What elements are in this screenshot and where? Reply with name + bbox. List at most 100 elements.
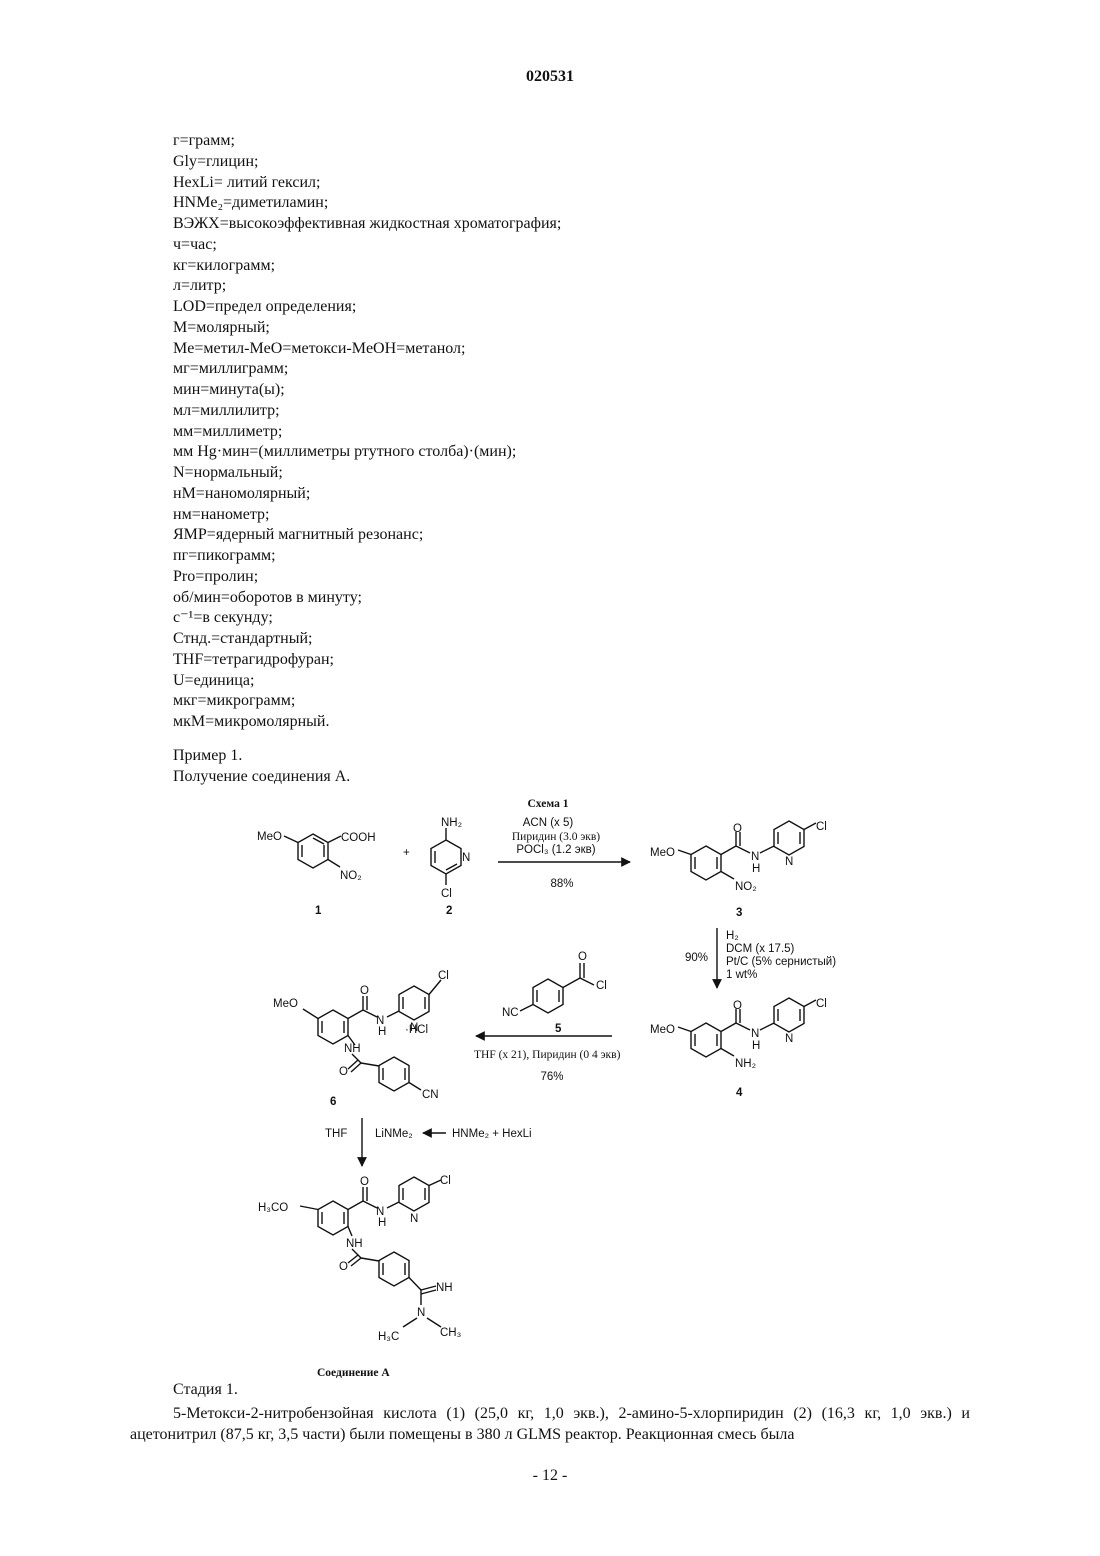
pyridine-n-label: N: [410, 1213, 418, 1225]
carbonyl-o-label: O: [733, 823, 742, 835]
abbreviation-item: Стнд.=стандартный;: [173, 629, 973, 650]
methoxy-label: H₃CO: [258, 1202, 288, 1214]
example-heading-block: Пример 1. Получение соединения А.: [173, 746, 350, 788]
plus-sign: +: [403, 847, 410, 859]
amide-n-label: N: [751, 1028, 759, 1040]
compound-4-number: 4: [736, 1087, 743, 1099]
abbreviation-item: пг=пикограмм;: [173, 546, 973, 567]
page-number: - 12 -: [0, 1467, 1100, 1485]
compound-6-number: 6: [330, 1096, 336, 1108]
reaction-scheme: Схема 1 MeO COOH NO₂ 1 + NH₂ N Cl 2 ACN …: [0, 790, 1100, 1380]
methoxy-label: MeO: [257, 831, 282, 843]
carbonyl-o-label: O: [733, 1000, 742, 1012]
abbreviation-item: HNMe₂=диметиламин;: [173, 193, 973, 214]
abbreviation-item: N=нормальный;: [173, 463, 973, 484]
step1-yield: 88%: [550, 878, 573, 890]
abbreviation-item: ЯМР=ядерный магнитный резонанс;: [173, 525, 973, 546]
abbreviation-item: нМ=наномолярный;: [173, 484, 973, 505]
compound-2-number: 2: [446, 905, 452, 917]
abbreviation-item: мм=миллиметр;: [173, 422, 973, 443]
carbonyl-o-label: O: [360, 985, 369, 997]
abbreviation-item: U=единица;: [173, 671, 973, 692]
step4-reagent: LiNMe₂: [375, 1128, 413, 1140]
compound-a-structure: H₃CO O N H N Cl NH O NH N H₃C CH₃: [258, 1175, 462, 1343]
amide-h-label: H: [752, 863, 760, 875]
abbreviation-item: HexLi= литий гексил;: [173, 173, 973, 194]
step2-reagent-3: Pt/C (5% сернистый): [726, 956, 836, 968]
abbreviation-item: нм=нанометр;: [173, 505, 973, 526]
nitro-label: NO₂: [340, 870, 362, 882]
carbonyl-o-label: O: [339, 1066, 348, 1078]
step1-reagent-3: POCl₃ (1.2 экв): [516, 844, 595, 856]
abbreviation-list: г=грамм; Gly=глицин; HexLi= литий гексил…: [173, 131, 973, 733]
methyl-label: CH₃: [440, 1327, 462, 1339]
compound-3-number: 3: [736, 907, 742, 919]
amide-h-label: H: [378, 1026, 386, 1038]
step2-yield: 90%: [685, 952, 708, 964]
abbreviation-item: л=литр;: [173, 276, 973, 297]
imine-nh-label: NH: [436, 1282, 453, 1294]
step1-reagent-1: ACN (x 5): [523, 817, 574, 829]
compound-1-number: 1: [315, 905, 322, 917]
nitro-label: NO₂: [735, 881, 757, 893]
amide-nh-label: NH: [344, 1043, 361, 1055]
chloro-label: Cl: [438, 970, 449, 982]
abbreviation-item: мин=минута(ы);: [173, 380, 973, 401]
abbreviation-item: с⁻¹=в секунду;: [173, 608, 973, 629]
abbreviation-item: LOD=предел определения;: [173, 297, 973, 318]
compound-a-label: Соединение А: [317, 1367, 390, 1379]
step1-reagent-2: Пиридин (3.0 экв): [512, 831, 600, 843]
abbreviation-item: Pro=пролин;: [173, 567, 973, 588]
abbreviation-item: М=молярный;: [173, 318, 973, 339]
methoxy-label: MeO: [273, 998, 298, 1010]
compound-2-structure: NH₂ N Cl: [431, 817, 470, 900]
carbonyl-o-label: O: [578, 951, 587, 963]
body-paragraph: 5-Метокси-2-нитробензойная кислота (1) (…: [130, 1403, 970, 1445]
compound-6-structure: MeO O N H N Cl ·HCl NH O CN: [273, 970, 449, 1101]
stage-title: Стадия 1.: [173, 1381, 238, 1399]
amine-label: NH₂: [441, 817, 462, 829]
abbreviation-item: г=грамм;: [173, 131, 973, 152]
compound-3-structure: MeO O N H N Cl NO₂: [650, 821, 827, 893]
abbreviation-item: THF=тетрагидрофуран;: [173, 650, 973, 671]
step3-reagent: THF (x 21), Пиридин (0 4 экв): [474, 1049, 621, 1061]
abbreviation-item: мм Hg·мин=(миллиметры ртутного столба)·(…: [173, 442, 973, 463]
nitrile-label: CN: [422, 1089, 439, 1101]
amide-nh-label: NH: [346, 1238, 363, 1250]
compound-5-number: 5: [555, 1023, 562, 1035]
step4-solvent: THF: [325, 1128, 347, 1140]
abbreviation-item: ВЭЖХ=высокоэффективная жидкостная хромат…: [173, 214, 973, 235]
pyridine-n-label: N: [785, 1033, 793, 1045]
nitrile-label: NC: [502, 1007, 519, 1019]
amide-n-label: N: [751, 851, 759, 863]
chloro-label: Cl: [441, 888, 452, 900]
step3-yield: 76%: [540, 1071, 563, 1083]
methoxy-label: MeO: [650, 1024, 675, 1036]
abbreviation-item: Me=метил-MeO=метокси-MeOH=метанол;: [173, 339, 973, 360]
compound-4-structure: MeO O N H N Cl NH₂: [650, 998, 827, 1070]
abbreviation-item: мкМ=микромолярный.: [173, 712, 973, 733]
scheme-title: Схема 1: [527, 798, 568, 810]
document-number: 020531: [0, 68, 1100, 86]
chloro-label: Cl: [816, 821, 827, 833]
abbreviation-item: мг=миллиграмм;: [173, 359, 973, 380]
amine-label: NH₂: [735, 1058, 756, 1070]
compound-5-structure: O Cl NC: [502, 951, 607, 1019]
methoxy-label: MeO: [650, 847, 675, 859]
chloro-label: Cl: [596, 980, 607, 992]
pyridine-n-label: N: [462, 852, 470, 864]
step2-reagent-4: 1 wt%: [726, 969, 757, 981]
example-subtitle: Получение соединения А.: [173, 767, 350, 788]
compound-1-structure: MeO COOH NO₂: [257, 831, 376, 882]
abbreviation-item: ч=час;: [173, 235, 973, 256]
dimethylamino-n-label: N: [417, 1307, 425, 1319]
carboxyl-label: COOH: [341, 832, 376, 844]
chloro-label: Cl: [816, 998, 827, 1010]
amide-h-label: H: [378, 1217, 386, 1229]
step4-reagent-source: HNMe₂ + HexLi: [452, 1128, 532, 1140]
step2-reagent-2: DCM (x 17.5): [726, 943, 795, 955]
hydrochloride-label: ·HCl: [405, 1024, 428, 1036]
carbonyl-o-label: O: [360, 1176, 369, 1188]
pyridine-n-label: N: [785, 856, 793, 868]
abbreviation-item: мл=миллилитр;: [173, 401, 973, 422]
